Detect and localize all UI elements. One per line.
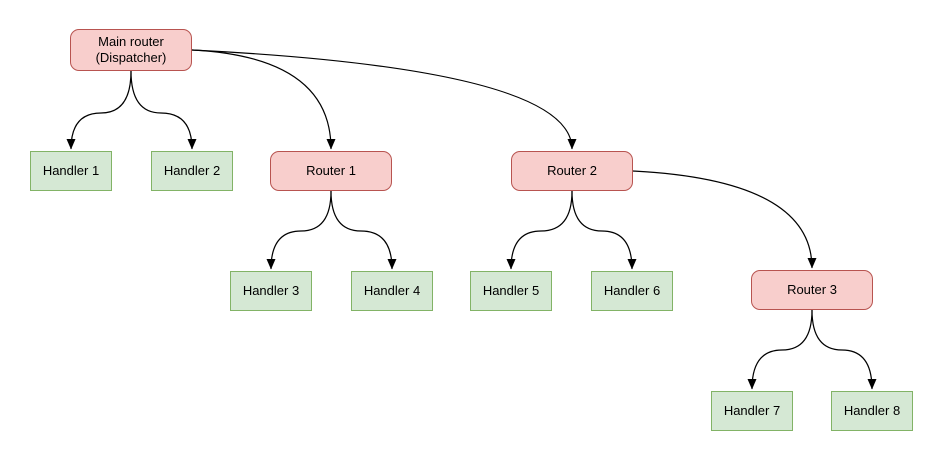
node-handler-8: Handler 8 (831, 391, 913, 431)
node-label-router-1: Router 1 (306, 163, 356, 178)
node-label-handler-1: Handler 1 (42, 163, 100, 178)
node-label-handler-7: Handler 7 (723, 403, 781, 418)
node-handler-6: Handler 6 (591, 271, 673, 311)
node-main-router: Main router (Dispatcher) (70, 29, 192, 71)
node-label-main-router: Main router (Dispatcher) (95, 34, 167, 65)
node-handler-3: Handler 3 (230, 271, 312, 311)
edge-main-router-to-router-1 (191, 49, 336, 150)
node-handler-4: Handler 4 (351, 271, 433, 311)
edge-router-1-to-handler-3 (266, 190, 332, 270)
node-label-router-2: Router 2 (547, 163, 597, 178)
node-label-handler-3: Handler 3 (242, 283, 300, 298)
node-handler-5: Handler 5 (470, 271, 552, 311)
edge-router-2-to-handler-5 (506, 190, 573, 270)
node-label-router-3: Router 3 (787, 282, 837, 297)
node-label-handler-2: Handler 2 (163, 163, 221, 178)
node-handler-2: Handler 2 (151, 151, 233, 191)
node-label-handler-8: Handler 8 (843, 403, 901, 418)
edge-main-router-to-handler-2 (130, 70, 197, 150)
edge-router-2-to-handler-6 (571, 190, 637, 270)
node-label-handler-6: Handler 6 (603, 283, 661, 298)
edge-router-3-to-handler-7 (747, 309, 813, 390)
node-router-2: Router 2 (511, 151, 633, 191)
edge-router-2-to-router-3 (632, 170, 817, 269)
node-label-handler-4: Handler 4 (363, 283, 421, 298)
edge-main-router-to-handler-1 (66, 70, 132, 150)
node-router-3: Router 3 (751, 270, 873, 310)
edge-group (66, 49, 877, 390)
edge-router-3-to-handler-8 (811, 309, 877, 390)
edge-router-1-to-handler-4 (330, 190, 397, 270)
node-handler-1: Handler 1 (30, 151, 112, 191)
edge-main-router-to-router-2 (191, 49, 577, 150)
node-handler-7: Handler 7 (711, 391, 793, 431)
node-label-handler-5: Handler 5 (482, 283, 540, 298)
node-router-1: Router 1 (270, 151, 392, 191)
